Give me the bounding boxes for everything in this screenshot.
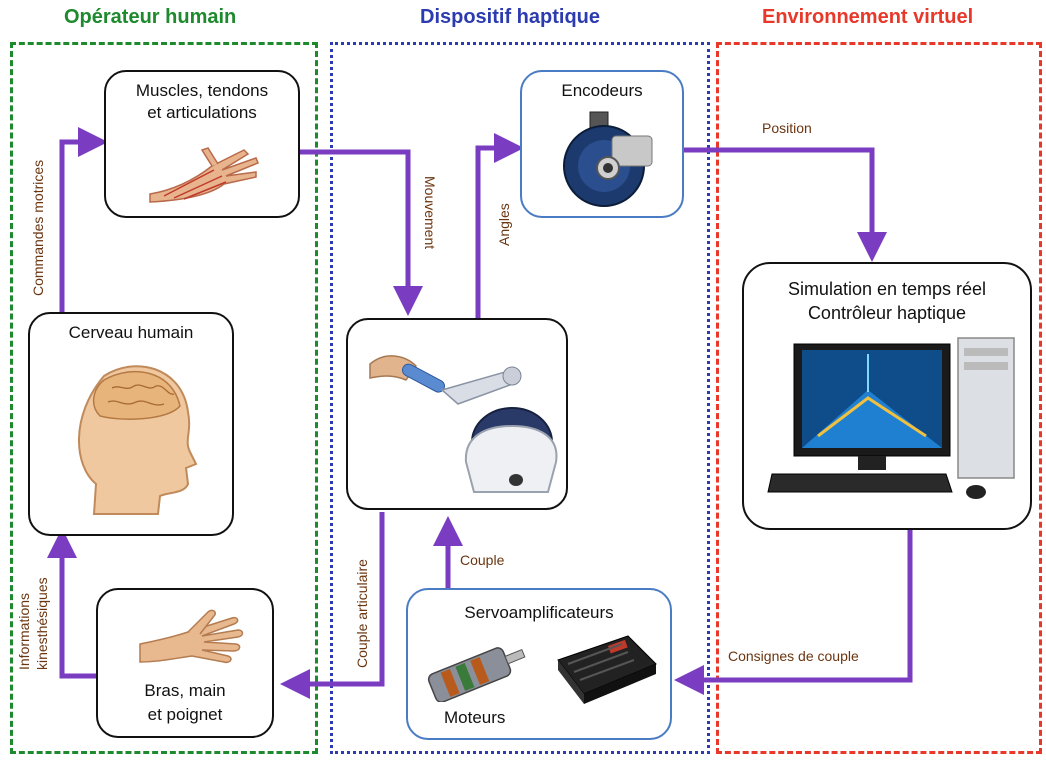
node-brain: Cerveau humain [28,312,234,536]
arrow-couple-articulaire [280,512,385,699]
node-muscles: Muscles, tendons et articulations [104,70,300,218]
label-couple: Couple [460,552,505,568]
arm-label-line2: et poignet [147,705,223,724]
haptic-stylus-icon [369,355,558,493]
frame-device [330,42,710,754]
frame-virtual [716,42,1042,754]
arrow-informations [47,528,96,679]
label-couple-articulaire: Couple articulaire [354,559,370,668]
label-angles: Angles [496,203,512,246]
brain-label: Cerveau humain [68,323,194,342]
arm-label-line1: Bras, main [144,681,226,700]
label-commandes: Commandes motrices [30,159,46,296]
label-position: Position [762,120,812,136]
node-haptic-device [346,318,568,510]
node-simulation: Simulation en temps réel Contrôleur hapt… [742,262,1032,530]
brain-head-icon [78,365,198,515]
muscles-label-line2: et articulations [147,103,257,122]
node-arm: Bras, main et poignet [96,588,274,738]
label-mouvement: Mouvement [422,176,438,250]
rotary-encoder-icon [563,111,653,207]
frame-human [10,42,318,754]
arrow-position [684,147,887,262]
open-hand-icon [139,609,244,664]
label-informations-line1: Informations [16,592,32,670]
arrow-consignes [674,530,913,695]
node-servo: Servoamplificateurs Moteurs [406,588,672,740]
servo-board-icon [557,635,657,704]
node-encoders: Encodeurs [520,70,684,218]
hand-anatomy-icon [149,147,259,203]
simulation-label-line2: Contrôleur haptique [807,303,967,323]
title-virtual: Environnement virtuel [762,6,974,28]
motors-label: Moteurs [444,708,506,727]
arrow-commandes [59,127,108,318]
title-device: Dispositif haptique [420,6,600,28]
label-informations-line2: kinesthésiques [34,577,50,670]
servo-label: Servoamplificateurs [464,603,614,622]
computer-workstation-icon [767,337,1015,499]
arrow-mouvement [300,149,423,316]
simulation-label-line1: Simulation en temps réel [787,279,987,299]
title-human: Opérateur humain [64,6,237,28]
label-consignes: Consignes de couple [728,648,859,664]
muscles-label-line1: Muscles, tendons [135,81,269,100]
arrow-angles [475,133,524,318]
encoders-label: Encodeurs [561,81,643,100]
motor-icon [427,647,526,702]
